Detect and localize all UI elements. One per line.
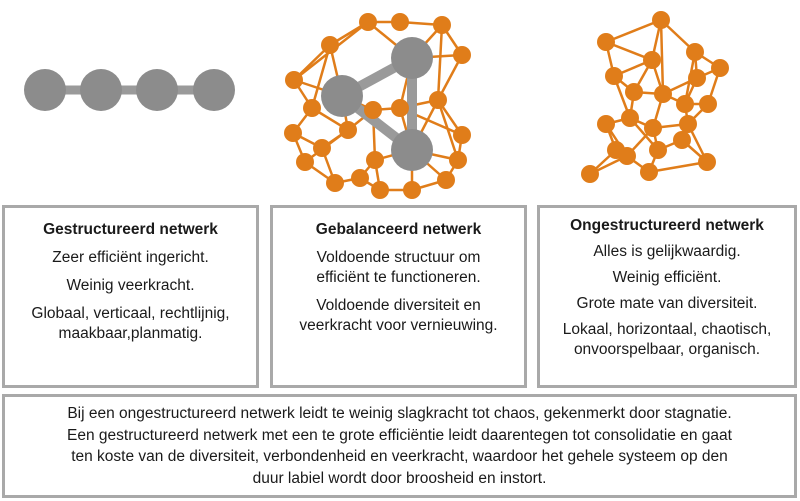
gray-hub-node bbox=[321, 75, 363, 117]
orange-node bbox=[366, 151, 384, 169]
gray-node bbox=[136, 69, 178, 111]
balanced-network-title: Gebalanceerd netwerk bbox=[315, 221, 482, 238]
orange-node bbox=[644, 119, 662, 137]
structured-line-3: Globaal, verticaal, rechtlijnig, bbox=[31, 305, 230, 322]
orange-node bbox=[652, 11, 670, 29]
unstructured-network-graph bbox=[581, 11, 729, 183]
orange-node bbox=[453, 46, 471, 64]
orange-node bbox=[699, 95, 717, 113]
orange-node bbox=[437, 171, 455, 189]
gray-node bbox=[80, 69, 122, 111]
orange-node bbox=[621, 109, 639, 127]
orange-node bbox=[433, 16, 451, 34]
orange-node bbox=[284, 124, 302, 142]
unstructured-line-1: Alles is gelijkwaardig. bbox=[593, 243, 741, 260]
summary-line-4: duur labiel wordt door broosheid en inst… bbox=[252, 469, 547, 487]
gray-hub-node bbox=[391, 129, 433, 171]
orange-node bbox=[581, 165, 599, 183]
gray-node bbox=[193, 69, 235, 111]
balanced-line-3: Voldoende diversiteit en bbox=[316, 297, 481, 314]
balanced-line-4: veerkracht voor vernieuwing. bbox=[299, 317, 498, 334]
summary-line-2: Een gestructureerd netwerk met een te gr… bbox=[67, 426, 732, 444]
orange-node bbox=[605, 67, 623, 85]
balanced-line-2: efficiënt te functioneren. bbox=[316, 269, 481, 286]
orange-edge bbox=[659, 18, 665, 96]
orange-node bbox=[698, 153, 716, 171]
orange-node bbox=[673, 131, 691, 149]
orange-node bbox=[688, 69, 706, 87]
orange-node bbox=[711, 59, 729, 77]
orange-node bbox=[640, 163, 658, 181]
orange-edge bbox=[647, 160, 709, 174]
gray-node bbox=[24, 69, 66, 111]
orange-node bbox=[449, 151, 467, 169]
orange-node bbox=[359, 13, 377, 31]
network-illustrations bbox=[24, 11, 729, 199]
unstructured-line-5: onvoorspelbaar, organisch. bbox=[573, 341, 761, 358]
unstructured-network-panel: Ongestructureerd netwerk Alles is gelijk… bbox=[537, 205, 797, 388]
orange-node bbox=[364, 101, 382, 119]
gray-hub-node bbox=[391, 37, 433, 79]
orange-node bbox=[429, 91, 447, 109]
orange-node bbox=[326, 174, 344, 192]
structured-line-2: Weinig veerkracht. bbox=[66, 277, 195, 294]
unstructured-network-title: Ongestructureerd netwerk bbox=[570, 217, 764, 234]
orange-node bbox=[285, 71, 303, 89]
summary-line-3: ten koste van de diversiteit, verbondenh… bbox=[71, 448, 728, 465]
orange-edge bbox=[604, 18, 663, 44]
structured-line-1: Zeer efficiënt ingericht. bbox=[52, 249, 209, 266]
orange-node bbox=[686, 43, 704, 61]
unstructured-line-3: Grote mate van diversiteit. bbox=[576, 295, 758, 312]
orange-node bbox=[403, 181, 421, 199]
orange-node bbox=[296, 153, 314, 171]
balanced-network-panel: Gebalanceerd netwerk Voldoende structuur… bbox=[270, 205, 527, 388]
orange-node bbox=[618, 147, 636, 165]
orange-node bbox=[321, 36, 339, 54]
unstructured-line-4: Lokaal, horizontaal, chaotisch, bbox=[562, 321, 772, 338]
structured-network-panel: Gestructureerd netwerk Zeer efficiënt in… bbox=[2, 205, 259, 388]
orange-node bbox=[303, 99, 321, 117]
structured-line-4: maakbaar,planmatig. bbox=[58, 325, 203, 342]
orange-node bbox=[649, 141, 667, 159]
structured-network-graph bbox=[24, 69, 235, 111]
orange-node bbox=[391, 99, 409, 117]
orange-node bbox=[597, 115, 615, 133]
orange-node bbox=[453, 126, 471, 144]
orange-node bbox=[625, 83, 643, 101]
orange-node bbox=[371, 181, 389, 199]
orange-edge bbox=[436, 23, 444, 102]
unstructured-line-2: Weinig efficiënt. bbox=[612, 269, 722, 286]
orange-node bbox=[679, 115, 697, 133]
orange-node bbox=[351, 169, 369, 187]
orange-node bbox=[597, 33, 615, 51]
orange-node bbox=[313, 139, 331, 157]
orange-node bbox=[339, 121, 357, 139]
balanced-network-graph bbox=[284, 13, 471, 199]
summary-line-1: Bij een ongestructureerd netwerk leidt t… bbox=[67, 405, 732, 422]
structured-network-title: Gestructureerd netwerk bbox=[43, 221, 218, 238]
orange-node bbox=[676, 95, 694, 113]
orange-node bbox=[643, 51, 661, 69]
summary-panel: Bij een ongestructureerd netwerk leidt t… bbox=[2, 394, 797, 498]
orange-node bbox=[654, 85, 672, 103]
orange-node bbox=[391, 13, 409, 31]
balanced-line-1: Voldoende structuur om bbox=[316, 249, 481, 266]
